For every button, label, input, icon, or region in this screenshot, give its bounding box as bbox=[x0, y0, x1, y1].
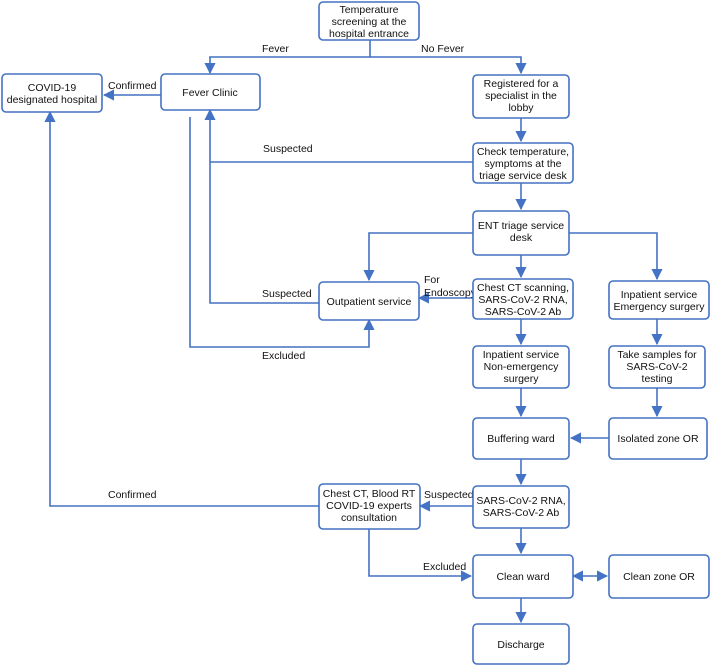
node-buffering-ward: Buffering ward bbox=[472, 417, 570, 460]
edge-labels: Fever No Fever Confirmed Suspected Suspe… bbox=[108, 43, 477, 573]
label-suspected-triage: Suspected bbox=[263, 143, 313, 155]
svg-text:Fever Clinic: Fever Clinic bbox=[182, 87, 237, 99]
label-excluded-clean: Excluded bbox=[423, 561, 466, 573]
svg-text:Buffering ward: Buffering ward bbox=[487, 433, 555, 445]
edge-ent-outpatient bbox=[363, 232, 473, 282]
label-confirmed-top: Confirmed bbox=[108, 80, 157, 92]
label-suspected-rna: Suspected bbox=[424, 489, 474, 501]
edge-outpatient-suspected bbox=[204, 108, 319, 304]
node-discharge: Discharge bbox=[472, 623, 570, 665]
node-chest-ct-scanning: Chest CT scanning,SARS-CoV-2 RNA,SARS-Co… bbox=[472, 278, 574, 320]
svg-text:Clean zone OR: Clean zone OR bbox=[623, 571, 695, 583]
edge-chestblood-confirmed bbox=[44, 110, 319, 507]
edge-temp-split bbox=[204, 40, 371, 75]
svg-text:Clean ward: Clean ward bbox=[496, 571, 549, 583]
edge-chestblood-excluded bbox=[368, 529, 473, 582]
edges bbox=[44, 40, 663, 624]
node-sars-rna-ab: SARS-CoV-2 RNA,SARS-CoV-2 Ab bbox=[472, 485, 570, 529]
label-fever: Fever bbox=[262, 43, 289, 55]
node-fever-clinic: Fever Clinic bbox=[160, 73, 261, 111]
node-clean-ward: Clean ward bbox=[472, 554, 574, 599]
svg-text:Outpatient service: Outpatient service bbox=[327, 296, 412, 308]
edge-fever-excluded bbox=[189, 117, 375, 348]
edge-ent-inpatient-emergency bbox=[569, 232, 663, 281]
node-clean-zone-or: Clean zone OR bbox=[608, 554, 710, 599]
node-outpatient: Outpatient service bbox=[318, 281, 420, 321]
svg-text:Isolated zone OR: Isolated zone OR bbox=[617, 433, 699, 445]
svg-text:Chest CT scanning,SARS-CoV-2 R: Chest CT scanning,SARS-CoV-2 RNA,SARS-Co… bbox=[477, 282, 569, 318]
label-excluded-outpatient: Excluded bbox=[262, 350, 305, 362]
label-for: For bbox=[424, 274, 440, 286]
label-suspected-outpatient: Suspected bbox=[262, 288, 312, 300]
svg-text:SARS-CoV-2 RNA,SARS-CoV-2 Ab: SARS-CoV-2 RNA,SARS-CoV-2 Ab bbox=[476, 495, 565, 519]
label-no-fever: No Fever bbox=[421, 43, 465, 55]
svg-text:Discharge: Discharge bbox=[497, 639, 544, 651]
edge-temp-nofever bbox=[370, 56, 527, 75]
label-endoscopy: Endoscopy bbox=[424, 287, 477, 299]
label-confirmed-bottom: Confirmed bbox=[108, 489, 157, 501]
node-isolated-or: Isolated zone OR bbox=[608, 417, 708, 460]
svg-text:Check temperature,symptoms at: Check temperature,symptoms at thetriage … bbox=[477, 146, 569, 182]
